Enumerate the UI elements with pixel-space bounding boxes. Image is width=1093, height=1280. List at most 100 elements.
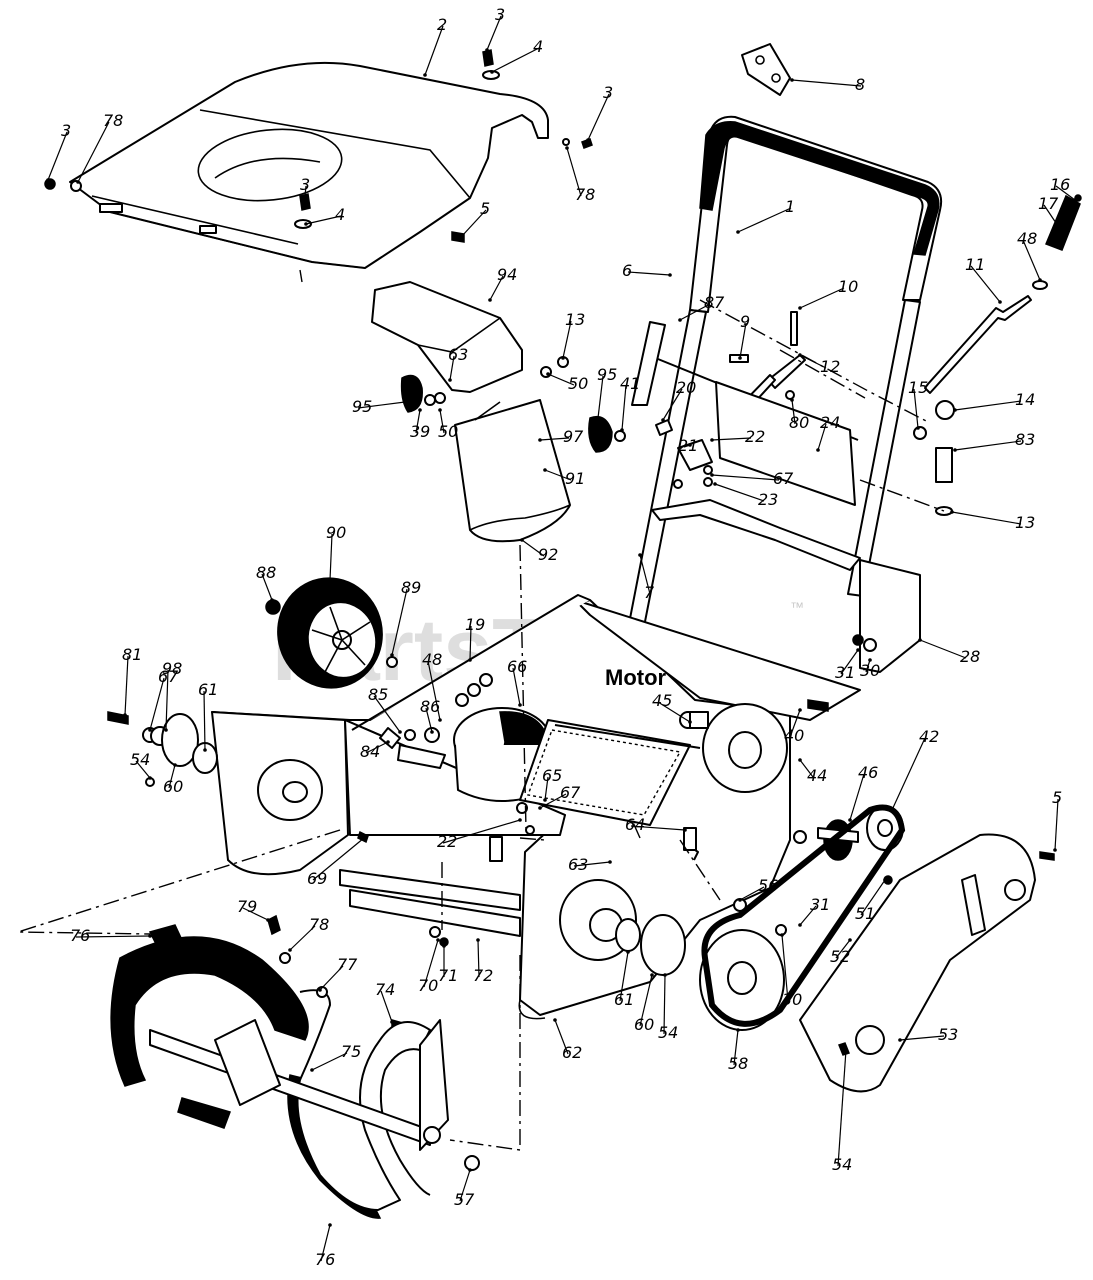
callout-label[interactable]: 61	[198, 680, 218, 699]
callout-label[interactable]: 13	[1015, 513, 1035, 532]
callout-label[interactable]: 80	[789, 413, 809, 432]
callout-label[interactable]: 67	[158, 667, 179, 686]
callout-label[interactable]: 4	[533, 37, 543, 56]
callout-leader	[919, 639, 967, 659]
callout-label[interactable]: 20	[676, 378, 696, 397]
callout-label[interactable]: 3	[495, 5, 505, 24]
callout-label[interactable]: 2	[437, 15, 447, 34]
callout-label[interactable]: 97	[563, 427, 584, 446]
callout-label[interactable]: 65	[542, 766, 562, 785]
callout-label[interactable]: 88	[256, 563, 276, 582]
callout-label[interactable]: 8	[855, 75, 865, 94]
callout-label[interactable]: 3	[603, 83, 613, 102]
callout-label[interactable]: 69	[307, 869, 327, 888]
callout-label[interactable]: 1	[785, 197, 795, 216]
callout-label[interactable]: 6	[622, 261, 632, 280]
callout-label[interactable]: 9	[740, 312, 750, 331]
callout-label[interactable]: 3	[300, 175, 310, 194]
callout-label[interactable]: 76	[315, 1250, 335, 1269]
callout-label[interactable]: 83	[1015, 430, 1035, 449]
callout-label[interactable]: 16	[1050, 175, 1070, 194]
callout-label[interactable]: 64	[625, 815, 645, 834]
callout-label[interactable]: 45	[652, 691, 672, 710]
callout-label[interactable]: 63	[568, 855, 588, 874]
callout-label[interactable]: 5	[480, 199, 490, 218]
callout-label[interactable]: 57	[454, 1190, 475, 1209]
callout-label[interactable]: 91	[565, 469, 585, 488]
callout-label[interactable]: 21	[678, 436, 698, 455]
callout-label[interactable]: 3	[61, 121, 71, 140]
callout-label[interactable]: 39	[410, 422, 430, 441]
callout-label[interactable]: 31	[810, 895, 830, 914]
callout-label[interactable]: 63	[448, 345, 468, 364]
callout-label[interactable]: 15	[908, 378, 928, 397]
callout-label[interactable]: 4	[335, 205, 345, 224]
callout-label[interactable]: 52	[830, 947, 850, 966]
callout-label[interactable]: 87	[704, 293, 725, 312]
callout-label[interactable]: 24	[820, 413, 840, 432]
callout-label[interactable]: 79	[237, 897, 257, 916]
callout-label[interactable]: 58	[728, 1054, 748, 1073]
callout-label[interactable]: 54	[832, 1155, 852, 1174]
callout-label[interactable]: 70	[418, 976, 438, 995]
callout-label[interactable]: 22	[437, 832, 457, 851]
callout-label[interactable]: 17	[1038, 194, 1059, 213]
callout-label[interactable]: 10	[838, 277, 858, 296]
callout-label[interactable]: 62	[562, 1043, 582, 1062]
callout-label[interactable]: 44	[807, 766, 827, 785]
callout-label[interactable]: 75	[341, 1042, 361, 1061]
callout-label[interactable]: 11	[965, 255, 985, 274]
callout-label[interactable]: 71	[438, 966, 458, 985]
callout-label[interactable]: 67	[773, 469, 794, 488]
callout-label[interactable]: 12	[820, 357, 840, 376]
callout-label[interactable]: 60	[634, 1015, 654, 1034]
callout-label[interactable]: 77	[337, 955, 358, 974]
callout-label[interactable]: 78	[575, 185, 595, 204]
callout-label[interactable]: 95	[597, 365, 617, 384]
callout-label[interactable]: 53	[938, 1025, 958, 1044]
callout-label[interactable]: 50	[438, 422, 458, 441]
callout-label[interactable]: 74	[375, 980, 395, 999]
callout-label[interactable]: 7	[644, 583, 655, 602]
callout-label[interactable]: 54	[130, 750, 150, 769]
callout-label[interactable]: 98	[162, 659, 182, 678]
callout-label[interactable]: 94	[497, 265, 517, 284]
callout-label[interactable]: 50	[568, 374, 588, 393]
callout-label[interactable]: 95	[352, 397, 372, 416]
callout-label[interactable]: 76	[70, 926, 90, 945]
callout-label[interactable]: 81	[122, 645, 142, 664]
callout-leader	[544, 776, 549, 801]
callout-label[interactable]: 46	[858, 763, 878, 782]
callout-label[interactable]: 90	[326, 523, 346, 542]
callout-label[interactable]: 85	[368, 685, 388, 704]
callout-label[interactable]: 56	[758, 876, 778, 895]
callout-label[interactable]: 61	[614, 990, 634, 1009]
callout-label[interactable]: 30	[860, 661, 880, 680]
callout-label[interactable]: 67	[560, 783, 581, 802]
callout-label[interactable]: 78	[103, 111, 123, 130]
callout-label[interactable]: 14	[1015, 390, 1035, 409]
callout-label[interactable]: 48	[1017, 229, 1037, 248]
callout-label[interactable]: 5	[1052, 788, 1062, 807]
callout-label[interactable]: 89	[401, 578, 421, 597]
callout-label[interactable]: 31	[835, 663, 855, 682]
callout-label[interactable]: 78	[309, 915, 329, 934]
callout-label[interactable]: 22	[745, 427, 765, 446]
callout-label[interactable]: 54	[658, 1023, 678, 1042]
callout-label[interactable]: 40	[784, 726, 804, 745]
callout-label[interactable]: 48	[422, 650, 442, 669]
callout-label[interactable]: 19	[465, 615, 485, 634]
callout-label[interactable]: 60	[163, 777, 183, 796]
callout-label[interactable]: 92	[538, 545, 558, 564]
callout-label[interactable]: 23	[758, 490, 778, 509]
callout-label[interactable]: 13	[565, 310, 585, 329]
callout-label[interactable]: 30	[782, 990, 802, 1009]
callout-label[interactable]: 42	[919, 727, 939, 746]
callout-label[interactable]: 66	[507, 657, 527, 676]
callout-label[interactable]: 51	[855, 904, 875, 923]
callout-label[interactable]: 84	[360, 742, 380, 761]
callout-label[interactable]: 86	[420, 697, 440, 716]
callout-label[interactable]: 72	[473, 966, 493, 985]
callout-label[interactable]: 41	[620, 374, 640, 393]
callout-label[interactable]: 28	[960, 647, 980, 666]
